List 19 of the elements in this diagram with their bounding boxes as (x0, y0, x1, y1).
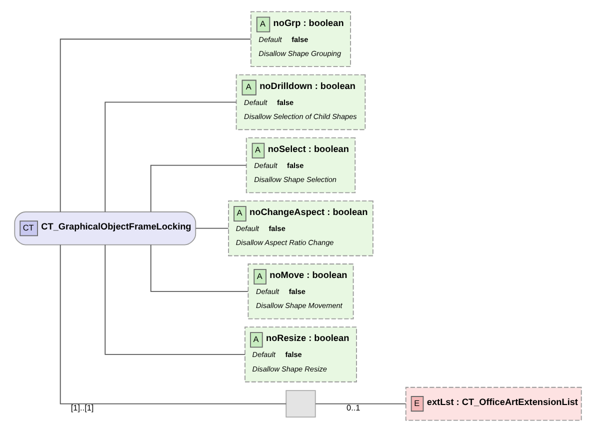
node-box: A noGrp : boolean Default false Disallow Shape Grouping (250, 11, 352, 68)
node-box: A noSelect : boolean Default false Disallow Shape Selection (246, 137, 356, 194)
connector (150, 164, 247, 212)
connector (60, 38, 252, 212)
node-box (286, 390, 316, 418)
node-box: A noResize : boolean Default false Disallow Shape Resize (244, 326, 357, 382)
node-box: E extLst : CT_OfficeArtExtensionList (405, 386, 582, 421)
edge-label: 0..1 (346, 403, 360, 412)
connector (150, 244, 248, 292)
connector (60, 244, 287, 404)
node-box: A noMove : boolean Default false Disallow Shape Movement (248, 264, 354, 320)
connector (195, 228, 229, 229)
edge-label: [1]..[1] (70, 403, 94, 412)
node-box: A noChangeAspect : boolean Default false Disallow Aspect Ratio Change (228, 200, 374, 256)
connector (104, 102, 237, 212)
node-box: CT CT_GraphicalObjectFrameLocking (14, 211, 196, 246)
connector (104, 244, 246, 355)
node-box: A noDrilldown : boolean Default false Disallow Selection of Child Shapes (236, 74, 366, 130)
connector (315, 403, 406, 404)
